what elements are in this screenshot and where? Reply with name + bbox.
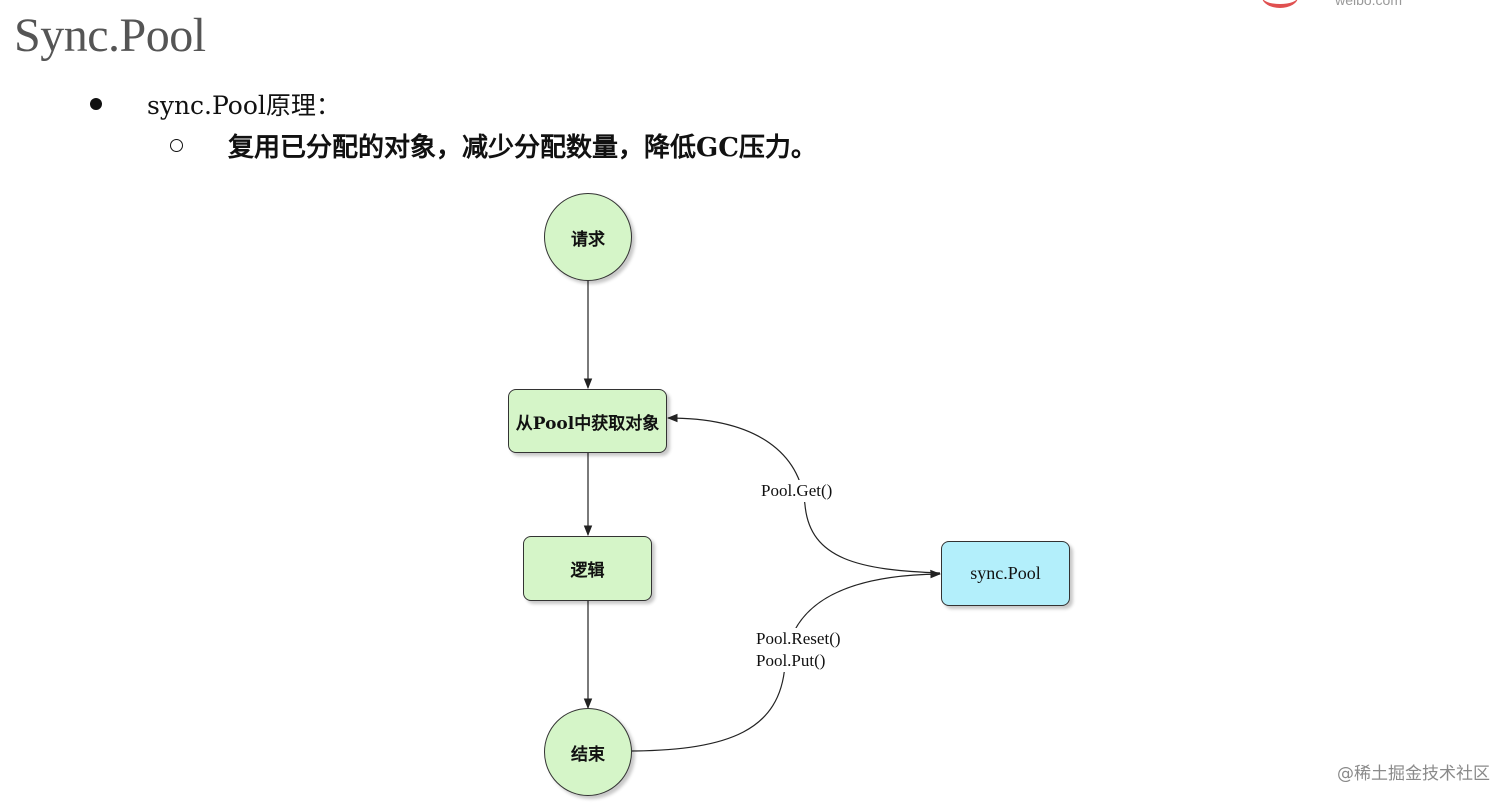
node-request: 请求 bbox=[544, 193, 632, 281]
node-get-from-pool-label: 从Pool中获取对象 bbox=[515, 413, 660, 434]
edge-label-get: Pool.Get() bbox=[761, 480, 833, 502]
bullet-level1: sync.Pool原理： bbox=[90, 86, 341, 122]
bullet-level2-text: 复用已分配的对象，减少分配数量，降低GC压力。 bbox=[228, 133, 817, 163]
edge-pool-get bbox=[666, 413, 941, 574]
logo-swoosh bbox=[1262, 0, 1298, 8]
node-sync-pool-label: sync.Pool bbox=[970, 563, 1041, 583]
node-request-label: 请求 bbox=[571, 229, 605, 250]
bullet-dot-icon bbox=[90, 98, 102, 110]
edge-label-put: Pool.Put() bbox=[756, 651, 826, 670]
node-end-label: 结束 bbox=[571, 744, 605, 765]
edge-label-reset-put: Pool.Reset() Pool.Put() bbox=[756, 628, 841, 672]
node-end: 结束 bbox=[544, 708, 632, 796]
bullet-ring-icon bbox=[170, 139, 183, 152]
slide-title: Sync.Pool bbox=[14, 9, 206, 62]
bullet-level1-text: sync.Pool原理： bbox=[147, 91, 341, 120]
bullet-level2: 复用已分配的对象，减少分配数量，降低GC压力。 bbox=[170, 127, 817, 164]
watermark: @稀土掘金技术社区 bbox=[1337, 764, 1490, 784]
node-logic-label: 逻辑 bbox=[570, 561, 605, 581]
logo-text: weibo.com bbox=[1335, 0, 1402, 8]
node-get-from-pool: 从Pool中获取对象 bbox=[508, 389, 667, 453]
node-logic: 逻辑 bbox=[523, 536, 652, 601]
node-sync-pool: sync.Pool bbox=[941, 541, 1070, 606]
edge-label-reset: Pool.Reset() bbox=[756, 629, 841, 648]
